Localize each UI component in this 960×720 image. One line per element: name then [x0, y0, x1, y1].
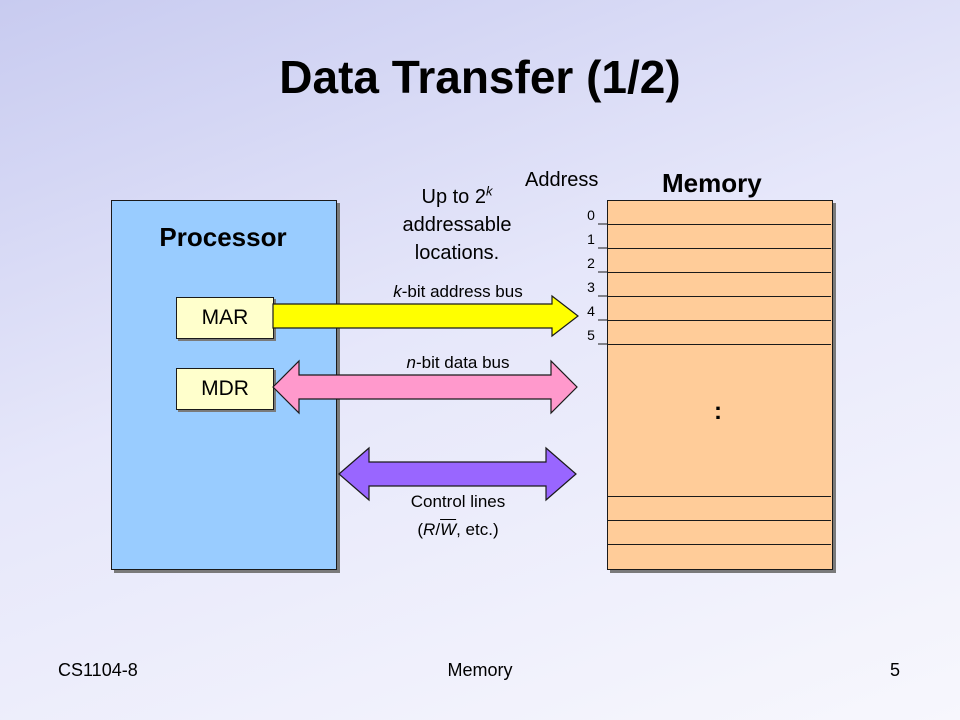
mdr-register: MDR	[176, 368, 274, 410]
control-bus-arrow	[338, 446, 577, 502]
processor-label: Processor	[159, 222, 287, 252]
control-write-signal: W	[440, 520, 457, 539]
memory-ellipsis: :	[714, 398, 722, 425]
address-bus-label: k-bit address bus	[330, 282, 586, 302]
memory-cell-divider	[607, 344, 831, 345]
memory-cell-divider	[607, 296, 831, 297]
memory-cell-divider	[607, 320, 831, 321]
address-bus-width-var: k	[393, 282, 402, 301]
memory-cell-divider	[607, 272, 831, 273]
data-bus-label: n-bit data bus	[330, 353, 586, 373]
control-open-paren: (	[417, 520, 424, 539]
footer-topic: Memory	[447, 660, 513, 680]
memory-label: Memory	[662, 168, 762, 198]
address-0: 0	[587, 207, 595, 223]
data-bus-text: -bit data bus	[415, 353, 510, 372]
control-lines-label: Control lines (R/W, etc.)	[356, 488, 560, 544]
data-bus-arrow	[272, 359, 578, 415]
addressable-note-line2: addressable	[402, 214, 512, 236]
control-lines-title: Control lines	[410, 492, 506, 511]
address-4: 4	[587, 303, 595, 319]
footer-page-number: 5	[889, 660, 900, 680]
address-bus-text: -bit address bus	[401, 282, 523, 301]
memory-cell-divider	[607, 496, 831, 497]
control-rest: , etc.)	[456, 520, 499, 539]
address-2: 2	[587, 255, 595, 271]
slide-title: Data Transfer (1/2)	[279, 51, 681, 103]
memory-cell-divider	[607, 544, 831, 545]
addressable-note-base: Up to 2	[421, 186, 486, 208]
control-slash: /	[435, 520, 441, 539]
memory-block	[607, 200, 833, 570]
address-ticks	[598, 223, 607, 345]
control-read-signal: R	[423, 520, 436, 539]
memory-cell-divider	[607, 224, 831, 225]
addressable-note-exponent: k	[485, 183, 493, 199]
addressable-note: Up to 2k addressable locations.	[372, 183, 542, 267]
data-bus-width-var: n	[406, 353, 416, 372]
address-5: 5	[587, 327, 595, 343]
address-3: 3	[587, 279, 595, 295]
footer-course-code: CS1104-8	[58, 660, 138, 680]
address-1: 1	[587, 231, 595, 247]
memory-cell-divider	[607, 248, 831, 249]
address-bus-arrow	[272, 294, 579, 338]
memory-cell-divider	[607, 520, 831, 521]
address-header: Address	[525, 169, 599, 191]
addressable-note-line3: locations.	[414, 242, 500, 264]
